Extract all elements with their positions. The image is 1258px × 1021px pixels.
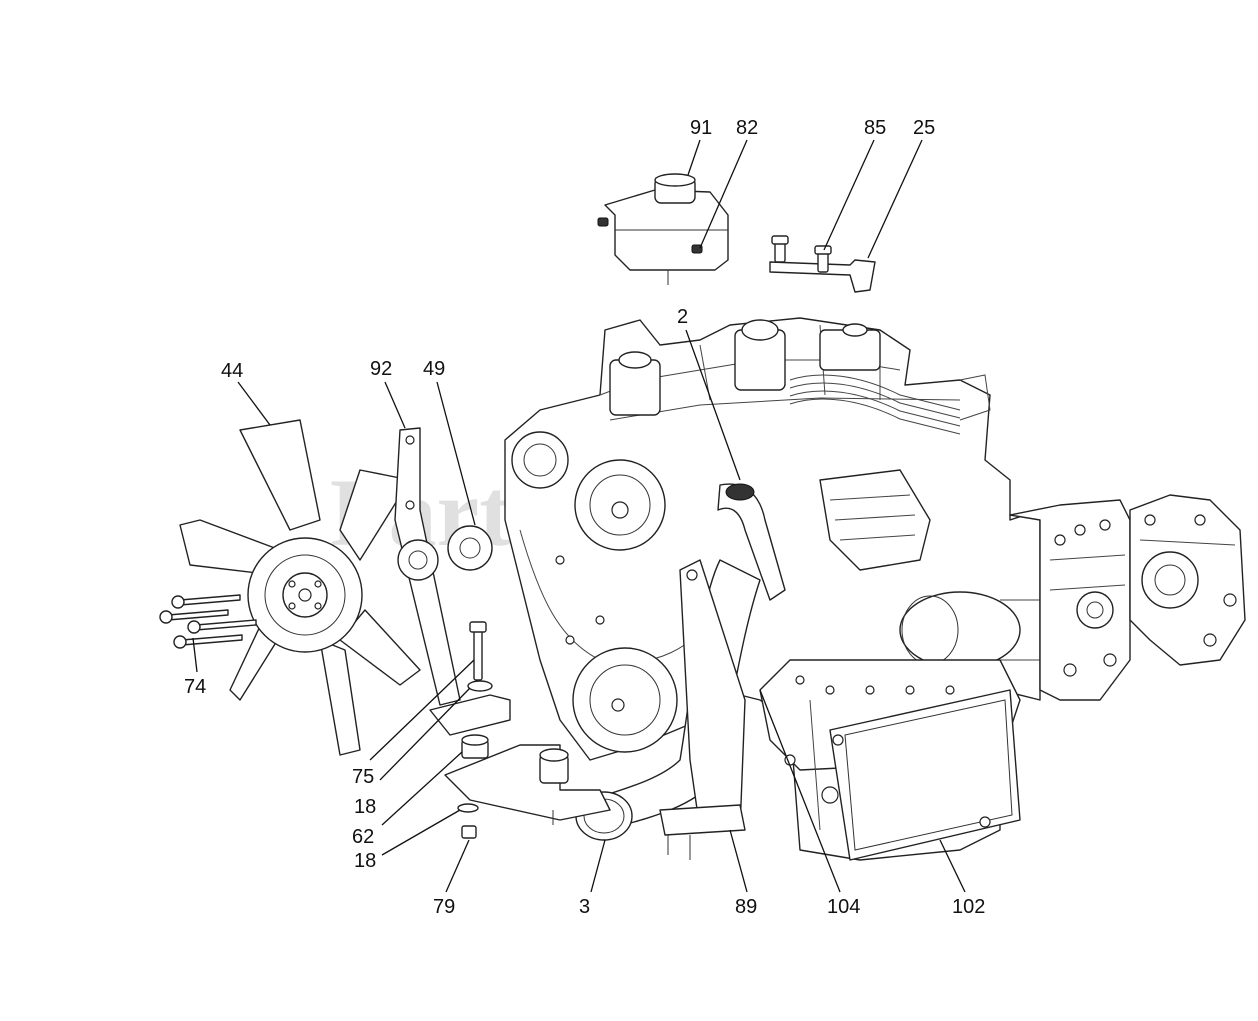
callout-18-lower: 18 xyxy=(354,850,376,872)
callout-102: 102 xyxy=(952,896,985,918)
callout-49: 49 xyxy=(423,358,445,380)
callout-89: 89 xyxy=(735,896,757,918)
spacers xyxy=(397,525,493,581)
callout-79: 79 xyxy=(433,896,455,918)
callout-92: 92 xyxy=(370,358,392,380)
callout-62: 62 xyxy=(352,826,374,848)
callout-25: 25 xyxy=(913,117,935,139)
leader-lines xyxy=(192,139,966,893)
callout-3: 3 xyxy=(579,896,590,918)
mount-hardware xyxy=(457,621,493,839)
callout-44: 44 xyxy=(221,360,243,382)
support-bracket xyxy=(659,559,746,860)
callout-74: 74 xyxy=(184,676,206,698)
ecu-module xyxy=(829,689,1021,861)
cooling-fan xyxy=(179,419,421,756)
mounting-bracket-25 xyxy=(769,235,876,293)
callout-2: 2 xyxy=(677,306,688,328)
hydraulic-pump xyxy=(1009,494,1246,701)
engine-mount-plate xyxy=(429,694,611,825)
callout-18-upper: 18 xyxy=(354,796,376,818)
coolant-reservoir xyxy=(597,173,729,285)
callout-91: 91 xyxy=(690,117,712,139)
callout-104: 104 xyxy=(827,896,860,918)
callout-75: 75 xyxy=(352,766,374,788)
coolant-hose xyxy=(717,483,786,601)
callout-85: 85 xyxy=(864,117,886,139)
callout-82: 82 xyxy=(736,117,758,139)
callouts: 91 82 85 25 2 44 92 49 74 75 18 62 18 79… xyxy=(184,117,985,918)
fan-bolts xyxy=(159,594,257,649)
